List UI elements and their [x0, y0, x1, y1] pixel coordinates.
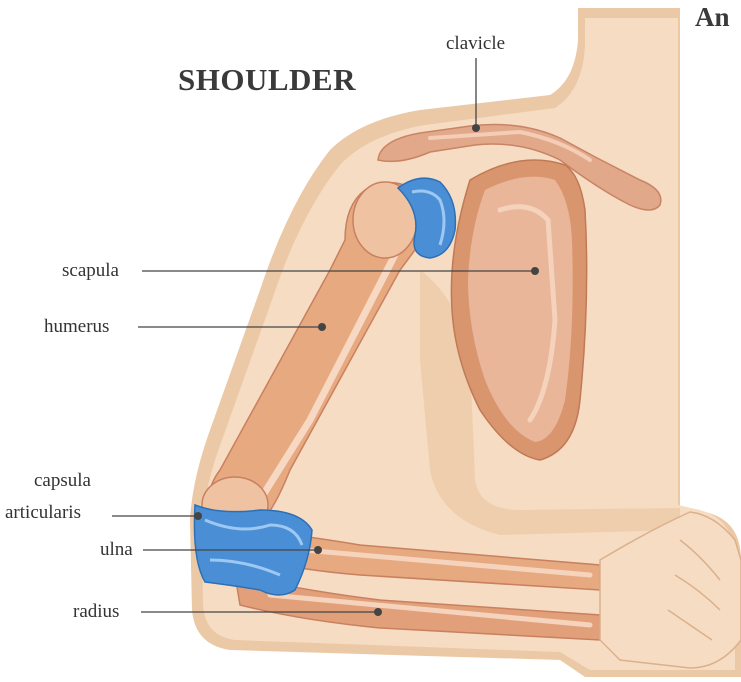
- ulna-dot: [314, 546, 322, 554]
- cropped-corner-text: An: [695, 2, 730, 33]
- label-clavicle: clavicle: [446, 33, 505, 55]
- capsula-dot: [194, 512, 202, 520]
- humerus-dot: [318, 323, 326, 331]
- label-ulna: ulna: [100, 539, 133, 561]
- diagram-title: SHOULDER: [178, 62, 356, 98]
- radius-dot: [374, 608, 382, 616]
- label-capsula: capsula: [34, 470, 91, 492]
- label-scapula: scapula: [62, 260, 119, 282]
- label-radius: radius: [73, 601, 119, 623]
- clavicle-dot: [472, 124, 480, 132]
- label-articularis: articularis: [5, 502, 81, 524]
- label-humerus: humerus: [44, 316, 109, 338]
- scapula-dot: [531, 267, 539, 275]
